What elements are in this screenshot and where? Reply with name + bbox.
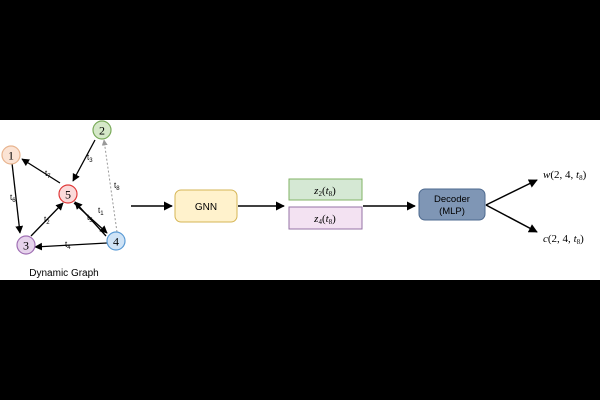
- embedding-z2-label: z2(t8): [313, 185, 336, 198]
- embedding-z2-box: [288, 178, 363, 201]
- node-5-circle: [58, 184, 78, 204]
- arrow-decoder-to-w: [485, 179, 538, 206]
- gnn-block: GNN: [174, 189, 238, 223]
- node-5-label: 5: [65, 188, 71, 202]
- node-3-label: 3: [23, 239, 29, 253]
- edge-2-5: [72, 139, 96, 182]
- edge-label-t7: t7: [45, 169, 51, 180]
- node-1-circle: [1, 145, 21, 165]
- decoder-block: Decoder (MLP): [418, 188, 486, 221]
- graph-node-3: 3: [16, 235, 36, 255]
- embedding-z4-label: z4(t8): [313, 213, 336, 226]
- edge-4-3: [34, 242, 108, 251]
- arrow-decoder-to-c: [485, 204, 538, 233]
- output-c: c(2, 4, t8): [543, 233, 584, 246]
- embedding-z4-box: [288, 206, 363, 230]
- edge-label-t1: t1: [98, 206, 104, 217]
- edge-label-t4: t4: [65, 240, 71, 251]
- node-4-label: 4: [113, 235, 119, 249]
- edge-label-t3: t3: [87, 153, 93, 164]
- gnn-box: [174, 189, 238, 223]
- decoder-label-line2: (MLP): [439, 206, 465, 217]
- edge-3-5: [30, 202, 64, 237]
- edge-5-4: [73, 202, 108, 234]
- node-2-label: 2: [99, 124, 105, 138]
- gnn-label: GNN: [195, 202, 217, 213]
- graph-nodes: 1 2 3 4 5: [1, 120, 126, 255]
- graph-node-5: 5: [58, 184, 78, 204]
- output-w: w(2, 4, t8): [543, 169, 587, 182]
- graph-caption: Dynamic Graph: [29, 268, 98, 279]
- embedding-z4: z4(t8): [288, 206, 363, 230]
- decoder-box: [418, 188, 486, 221]
- graph-node-2: 2: [92, 120, 112, 140]
- node-3-circle: [16, 235, 36, 255]
- edge-label-t2: t2: [44, 215, 50, 226]
- edge-labels: t7 t3 t6 t2 t5 t1 t4 t8: [10, 153, 120, 251]
- node-4-circle: [106, 231, 126, 251]
- edge-label-t6: t6: [10, 193, 16, 204]
- graph-node-4: 4: [106, 231, 126, 251]
- decoder-label-line1: Decoder: [434, 194, 470, 205]
- edge-label-t5: t5: [87, 213, 93, 224]
- embedding-z2: z2(t8): [288, 178, 363, 201]
- graph-edges: [11, 139, 118, 251]
- edge-label-t8: t8: [114, 181, 120, 192]
- edge-5-1: [21, 158, 61, 184]
- edge-1-3: [11, 162, 24, 234]
- edge-4-2-dotted: [101, 139, 118, 233]
- graph-node-1: 1: [1, 145, 21, 165]
- node-2-circle: [92, 120, 112, 140]
- node-1-label: 1: [8, 149, 14, 163]
